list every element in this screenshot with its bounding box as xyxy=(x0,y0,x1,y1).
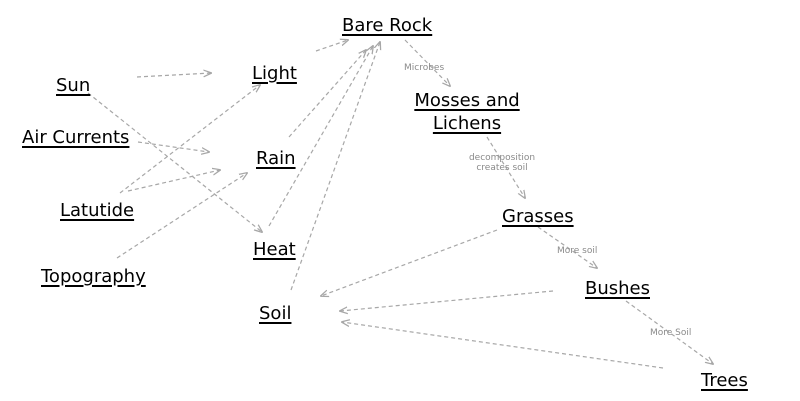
edge-label-microbes: Microbes xyxy=(404,63,445,73)
node-bare-rock: Bare Rock xyxy=(342,15,433,36)
arrow-latitude-to-rain xyxy=(127,170,220,192)
arrow-topography-to-rain xyxy=(116,173,247,259)
arrow-light-to-bare-rock xyxy=(315,40,348,52)
node-soil: Soil xyxy=(259,303,292,324)
node-latitude: Latutide xyxy=(60,200,135,221)
arrow-trees-to-soil xyxy=(342,322,664,369)
arrow-bare-rock-to-mosses-lichens xyxy=(404,39,450,86)
edge-label-decomposition: decomposition creates soil xyxy=(468,153,536,173)
arrow-grasses-to-soil xyxy=(321,229,498,296)
node-air-currents: Air Currents xyxy=(22,127,130,148)
arrow-sun-to-heat xyxy=(87,92,262,232)
node-grasses: Grasses xyxy=(502,206,574,227)
edge-label-more-soil-1: More soil xyxy=(557,246,598,256)
arrow-mosses-lichens-to-grasses xyxy=(486,136,525,198)
arrow-bushes-to-soil xyxy=(340,290,554,311)
arrow-air-currents-to-rain xyxy=(137,141,209,152)
node-rain: Rain xyxy=(256,148,296,169)
arrow-latitude-to-light xyxy=(119,85,260,194)
arrow-grasses-to-bushes xyxy=(537,226,597,268)
node-light: Light xyxy=(252,63,297,84)
node-sun: Sun xyxy=(56,75,91,96)
arrow-rain-to-bare-rock xyxy=(288,50,366,138)
node-mosses-lichens: Mosses and Lichens xyxy=(414,90,520,134)
node-topography: Topography xyxy=(41,266,146,287)
node-trees: Trees xyxy=(701,370,748,391)
edge-label-more-soil-2: More Soil xyxy=(650,328,692,338)
arrow-sun-to-light xyxy=(136,73,211,78)
node-heat: Heat xyxy=(253,239,296,260)
arrow-bushes-to-trees xyxy=(625,300,713,364)
arrow-soil-to-bare-rock xyxy=(290,42,380,291)
node-bushes: Bushes xyxy=(585,278,650,299)
